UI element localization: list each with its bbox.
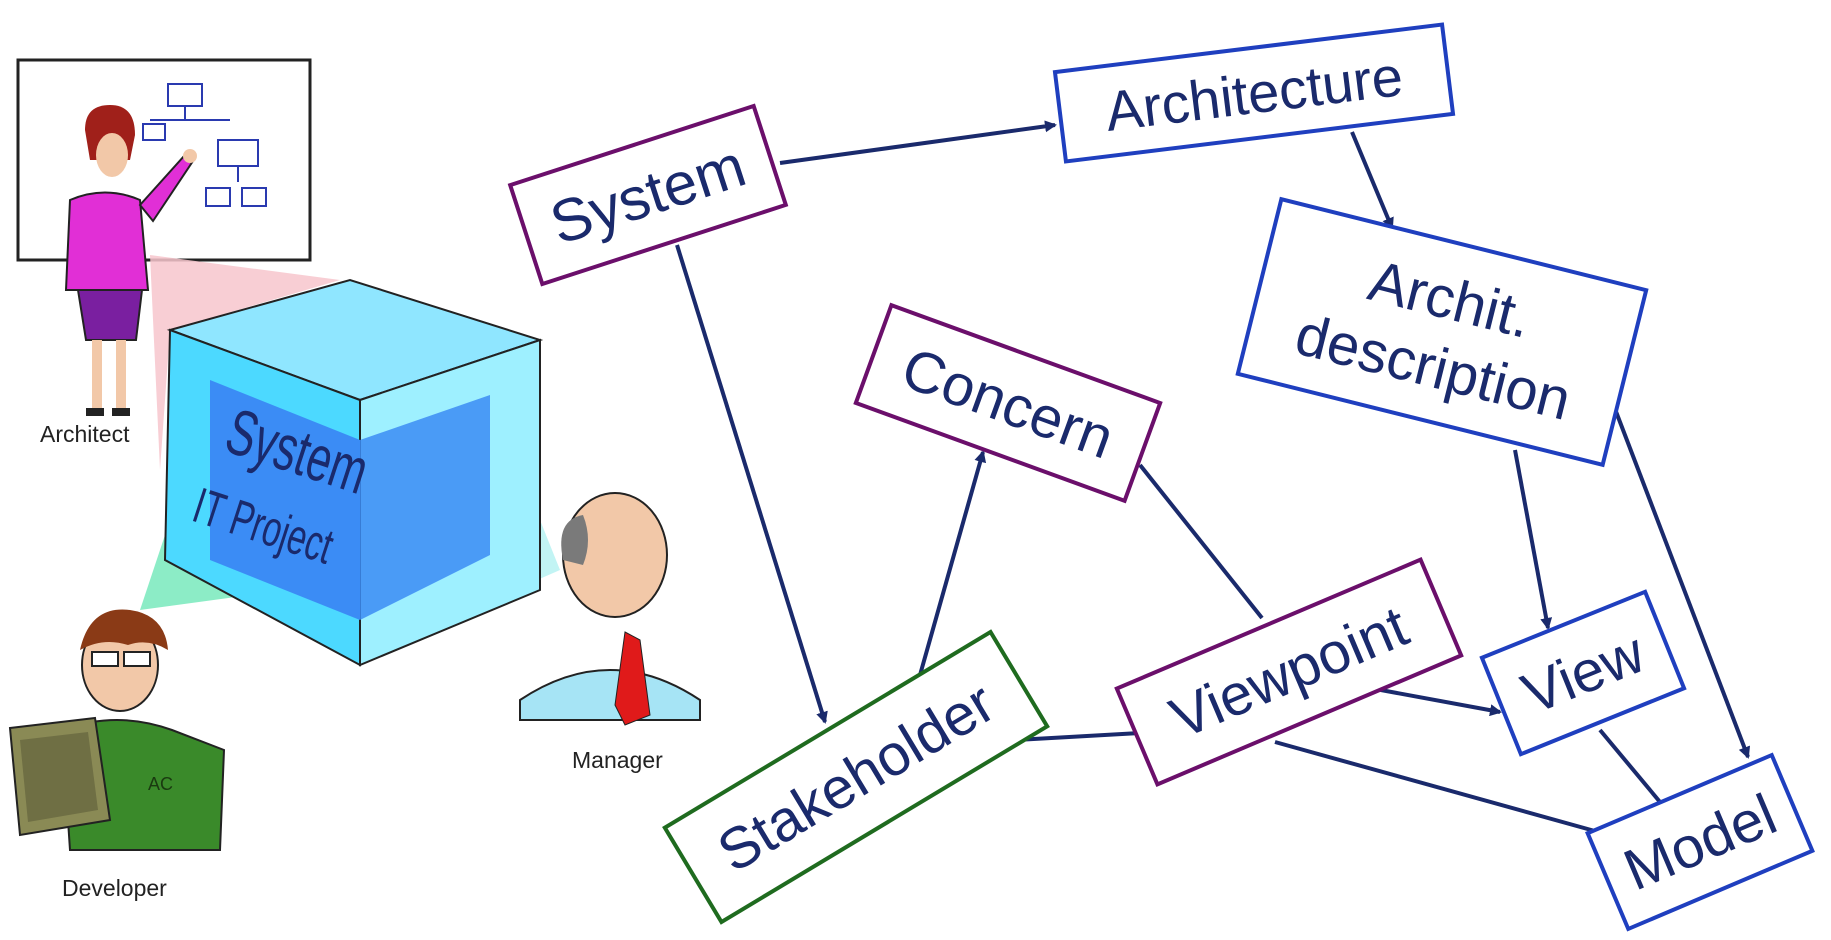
- architect-figure: [64, 105, 197, 416]
- manager-label: Manager: [572, 747, 663, 773]
- node-archit-description: Archit. description: [1235, 196, 1649, 468]
- node-system: System: [507, 103, 789, 287]
- node-stakeholder: Stakeholder: [662, 629, 1050, 925]
- edge-description-view: [1513, 449, 1553, 630]
- architect-view-cone: [150, 255, 340, 470]
- edge-viewpoint-model: [1274, 740, 1603, 835]
- developer-figure: AC: [8, 609, 226, 851]
- edges: [675, 120, 1751, 835]
- node-concern: Concern: [853, 302, 1163, 504]
- edge-stakeholder-concern: [918, 450, 987, 676]
- whiteboard: [16, 58, 312, 262]
- developer-label: Developer: [62, 875, 167, 901]
- edge-system-architecture: [779, 120, 1057, 165]
- developer-shirt-text: AC: [148, 774, 173, 794]
- node-viewpoint: Viewpoint: [1114, 557, 1464, 787]
- node-architecture: Architecture: [1052, 22, 1456, 164]
- edge-stakeholder-viewpoint: [1014, 731, 1141, 742]
- node-model: Model: [1585, 752, 1815, 932]
- stakeholder-illustration: System IT Project Architect AC: [8, 58, 701, 901]
- system-cube: System IT Project: [163, 278, 544, 667]
- architect-label: Architect: [40, 421, 130, 447]
- edge-system-stakeholder: [675, 244, 828, 724]
- edge-concern-viewpoint: [1138, 463, 1264, 620]
- manager-figure: [519, 492, 701, 726]
- edge-architecture-description: [1350, 131, 1394, 230]
- edge-description-model: [1605, 387, 1751, 759]
- node-view: View: [1479, 589, 1687, 757]
- edge-view-model: [1598, 728, 1662, 804]
- edge-viewpoint-view: [1369, 686, 1502, 717]
